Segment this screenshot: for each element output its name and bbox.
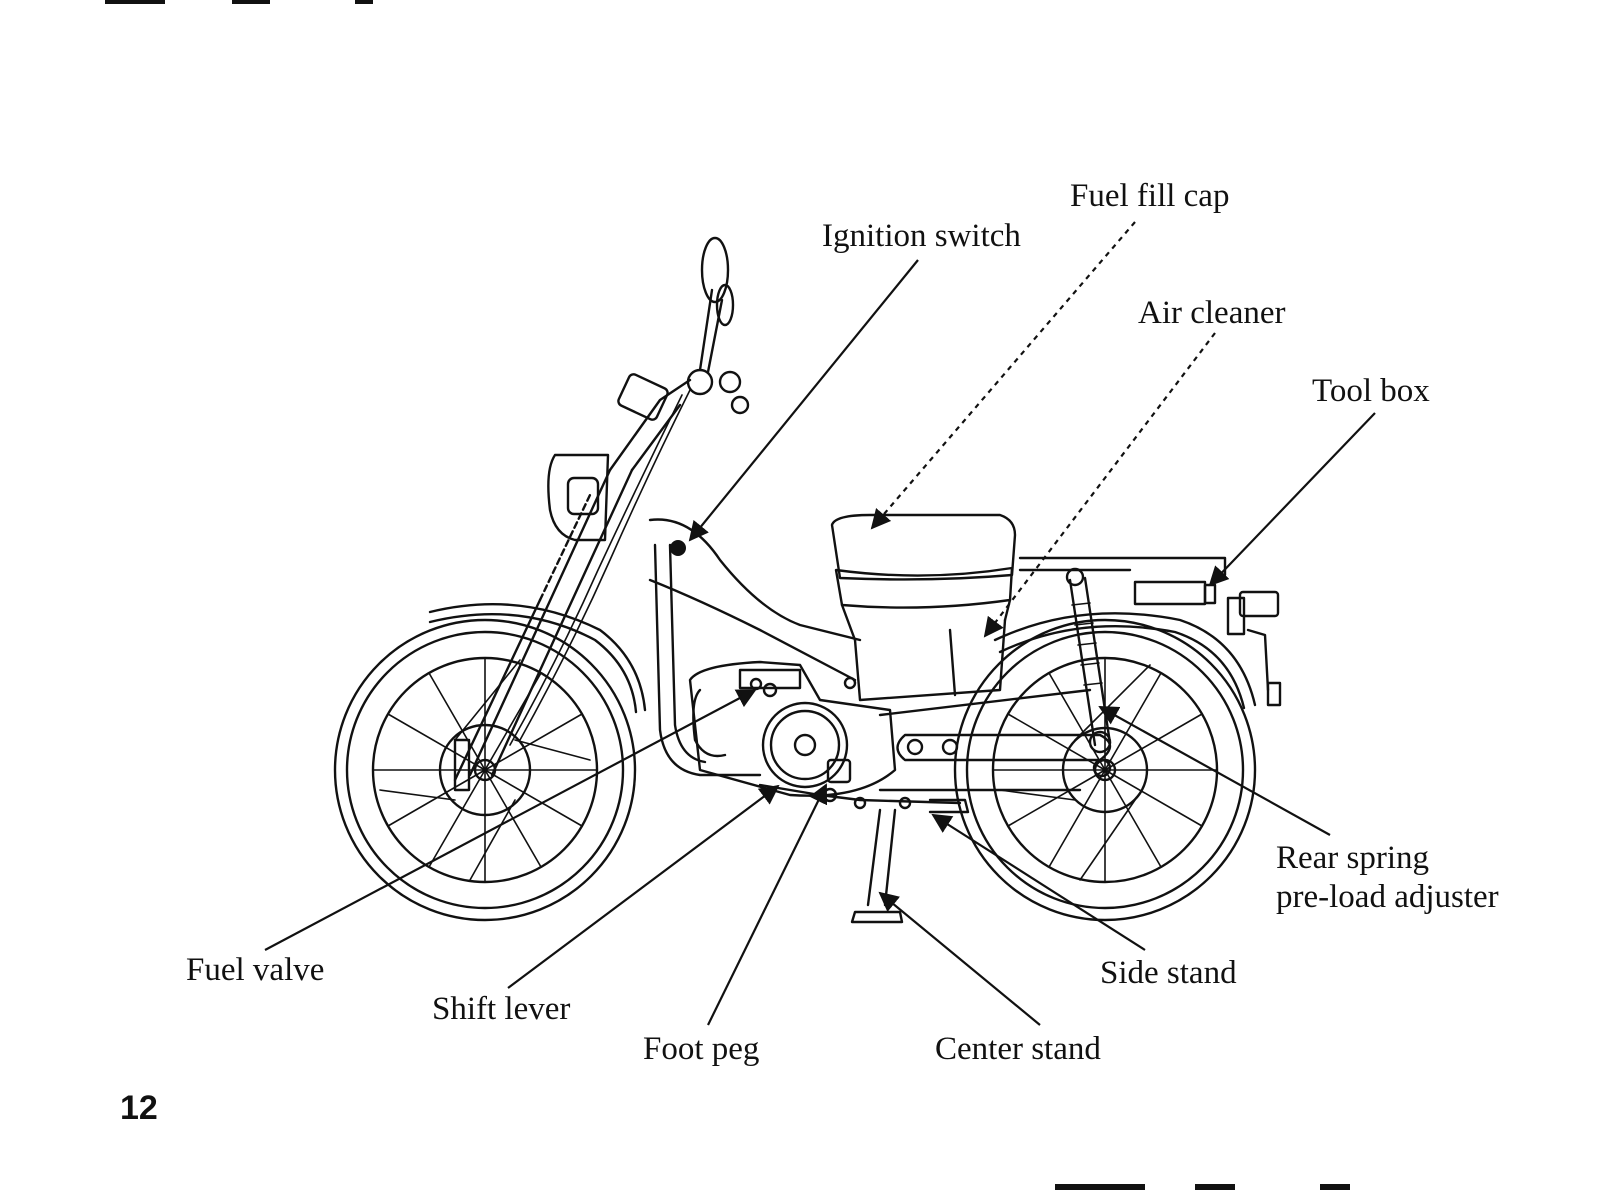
label-rear-spring-line1: Rear spring	[1276, 840, 1430, 876]
frame	[648, 518, 1007, 777]
motorcycle-body	[333, 236, 1282, 924]
stands	[758, 783, 970, 924]
seat	[830, 513, 1017, 642]
front-wheel	[333, 602, 647, 922]
bottom-edge-mark	[1195, 1184, 1235, 1190]
label-center-stand: Center stand	[935, 1031, 1101, 1067]
label-side-stand: Side stand	[1100, 955, 1237, 991]
label-ignition-switch: Ignition switch	[822, 218, 1021, 254]
ignition-switch-dot	[670, 540, 686, 556]
leader-tool-box	[1208, 412, 1376, 587]
label-rear-spring-line2: pre-load adjuster	[1276, 879, 1499, 915]
front-fork	[453, 468, 634, 792]
leader-center-stand	[878, 891, 1041, 1026]
page-number: 12	[120, 1089, 158, 1127]
top-edge-mark	[355, 0, 373, 4]
leader-ignition-switch	[688, 259, 919, 542]
leader-air-cleaner	[983, 332, 1216, 638]
swing-arm	[878, 688, 1112, 792]
leader-fuel-fill-cap	[870, 221, 1136, 530]
top-edge-mark	[105, 0, 165, 4]
label-fuel-fill-cap: Fuel fill cap	[1070, 178, 1230, 214]
rear-wheel	[953, 612, 1257, 922]
leader-fuel-valve	[264, 689, 757, 951]
leader-shift-lever	[507, 784, 780, 989]
label-tool-box: Tool box	[1312, 373, 1430, 409]
label-shift-lever: Shift lever	[432, 991, 571, 1027]
label-fuel-valve: Fuel valve	[186, 952, 325, 988]
top-edge-mark	[232, 0, 270, 4]
leader-side-stand	[931, 813, 1146, 951]
label-air-cleaner: Air cleaner	[1138, 295, 1286, 331]
leader-lines	[264, 221, 1376, 1026]
leader-foot-peg	[707, 783, 828, 1026]
leader-rear-spring	[1098, 706, 1331, 836]
handlebar-headlight	[509, 236, 750, 746]
bottom-edge-mark	[1055, 1184, 1145, 1190]
engine	[688, 660, 897, 797]
label-foot-peg: Foot peg	[643, 1031, 760, 1067]
bottom-edge-mark	[1320, 1184, 1350, 1190]
